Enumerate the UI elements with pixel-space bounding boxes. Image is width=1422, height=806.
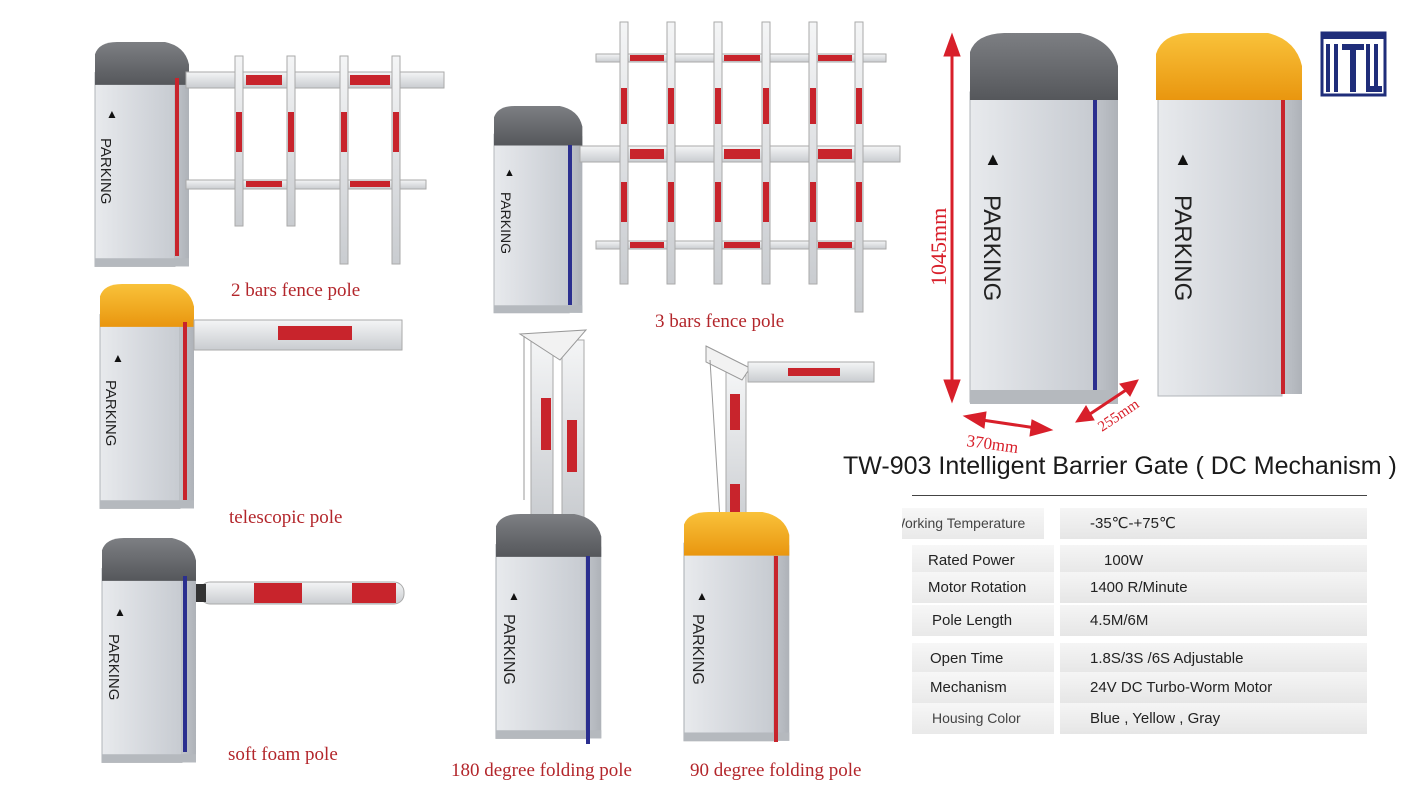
cabinet-label: PARKING <box>498 192 514 254</box>
caption-2-bars-fence-pole: 2 bars fence pole <box>231 280 361 301</box>
caption-soft-foam-pole: soft foam pole <box>228 744 338 765</box>
spec-row: Motor Rotation 1400 R/Minute <box>912 572 1367 603</box>
large-yellow-cabinet: ▲ PARKING <box>1156 33 1302 397</box>
svg-text:▲: ▲ <box>112 351 124 365</box>
spec-value: 1400 R/Minute <box>1060 572 1367 603</box>
cabinet-label: PARKING <box>500 614 517 685</box>
spec-row: Working Temperature -35℃-+75℃ <box>902 508 1367 539</box>
spec-value: 1.8S/3S /6S Adjustable <box>1060 643 1367 674</box>
spec-key: Rated Power <box>912 545 1054 576</box>
spec-key: Motor Rotation <box>912 572 1054 603</box>
spec-key: Housing Color <box>912 703 1054 734</box>
caption-telescopic-pole: telescopic pole <box>229 507 343 528</box>
caption-3-bars-fence-pole: 3 bars fence pole <box>655 311 785 332</box>
spec-row: Mechanism 24V DC Turbo-Worm Motor <box>912 672 1367 703</box>
spec-row: Open Time 1.8S/3S /6S Adjustable <box>912 643 1367 674</box>
spec-row: Rated Power 100W <box>912 545 1367 576</box>
cabinet-label: PARKING <box>689 614 706 685</box>
svg-text:▲: ▲ <box>1174 149 1192 169</box>
cabinet-label: PARKING <box>102 380 119 446</box>
spec-key: Open Time <box>912 643 1054 674</box>
caption-180-degree-folding-pole: 180 degree folding pole <box>451 760 632 781</box>
spec-value: Blue , Yellow , Gray <box>1060 703 1367 734</box>
spec-row: Pole Length 4.5M/6M <box>912 605 1367 636</box>
spec-value: 100W <box>1060 545 1367 576</box>
fold-90-gate: ▲ PARKING <box>683 345 875 742</box>
spec-row: Housing Color Blue , Yellow , Gray <box>912 703 1367 734</box>
caption-90-degree-folding-pole: 90 degree folding pole <box>690 760 862 781</box>
svg-text:▲: ▲ <box>504 167 515 179</box>
spec-key: Mechanism <box>912 672 1054 703</box>
fence-3bar-gate: ▲ PARKING <box>493 21 901 314</box>
brand-logo-icon <box>1320 31 1387 97</box>
spec-value: 24V DC Turbo-Worm Motor <box>1060 672 1367 703</box>
spec-value: -35℃-+75℃ <box>1060 508 1367 539</box>
svg-text:▲: ▲ <box>696 589 708 603</box>
large-gray-cabinet: ▲ PARKING <box>969 33 1118 404</box>
dimension-arrows <box>943 32 1139 437</box>
svg-text:▲: ▲ <box>508 589 520 603</box>
spec-value: 4.5M/6M <box>1060 605 1367 636</box>
fold-180-gate: ▲ PARKING <box>495 329 602 744</box>
svg-text:▲: ▲ <box>984 149 1002 169</box>
fence-2bar-gate: ▲ PARKING <box>94 41 445 267</box>
spec-key: Pole Length <box>912 605 1054 636</box>
svg-text:▲: ▲ <box>114 605 126 619</box>
svg-text:▲: ▲ <box>106 107 118 121</box>
cabinet-label: PARKING <box>1169 195 1196 301</box>
title-divider <box>912 495 1367 496</box>
telescopic-gate: ▲ PARKING <box>99 283 403 509</box>
cabinet-label: PARKING <box>978 195 1005 301</box>
product-title: TW-903 Intelligent Barrier Gate ( DC Mec… <box>843 452 1397 480</box>
cabinet-label: PARKING <box>105 634 122 700</box>
soft-foam-gate: ▲ PARKING <box>101 537 405 763</box>
dimension-height: 1045mm <box>926 208 951 286</box>
spec-key: Working Temperature <box>902 508 1044 539</box>
cabinet-label: PARKING <box>97 138 114 204</box>
